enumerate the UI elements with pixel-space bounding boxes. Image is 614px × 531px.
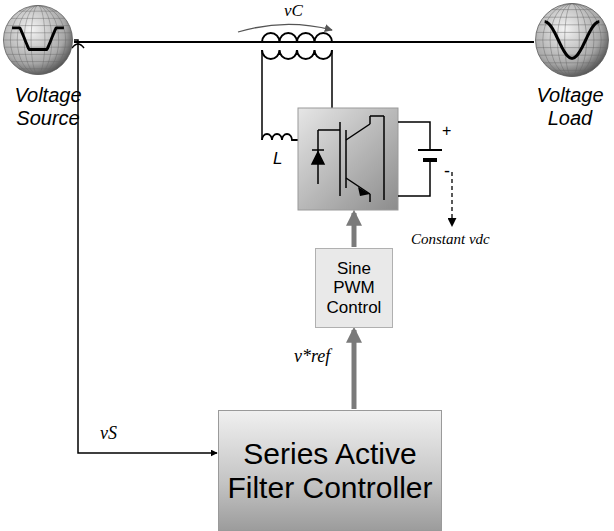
voltage-label: vC	[283, 1, 304, 21]
battery-symbol	[418, 149, 442, 151]
voltage-arrow	[238, 24, 332, 32]
polarity-sign: +	[441, 122, 452, 140]
igbt-emitter-arrow	[358, 187, 370, 196]
globe-parallel	[3, 40, 72, 41]
signal-label: vS	[98, 423, 119, 444]
polarity-sign: -	[443, 161, 451, 182]
globe-parallel	[4, 32, 72, 33]
globe-symbol	[2, 4, 74, 76]
signal-wire	[74, 40, 217, 453]
inverter-box	[298, 108, 398, 210]
globe-parallel	[11, 61, 65, 62]
globe-parallel	[536, 40, 609, 41]
junction-hop	[72, 44, 84, 48]
globe-parallel	[7, 54, 70, 55]
globe-parallel	[552, 70, 592, 71]
node-label: Sine PWM Control	[320, 259, 388, 316]
dashed-leader	[451, 172, 452, 226]
transformer-primary	[262, 33, 332, 42]
globe-parallel	[544, 62, 601, 63]
dc-wire	[398, 160, 430, 196]
globe-symbol	[534, 2, 610, 78]
signal-wire	[74, 41, 534, 43]
pwm-box: Sine PWM Control	[315, 248, 393, 328]
secondary-wire	[261, 50, 263, 140]
signal-label: v*ref	[292, 346, 332, 367]
globe-node: Voltage Source	[2, 4, 74, 76]
globe-body	[3, 5, 72, 74]
igbt-symbol	[312, 116, 384, 202]
transformer-wire	[258, 41, 336, 43]
globe-body	[536, 4, 609, 77]
transformer-secondary	[262, 50, 332, 59]
node-label: Voltage Source	[0, 84, 96, 130]
globe-parallel	[19, 68, 57, 69]
component-label: L	[272, 149, 283, 169]
globe-parallel	[4, 47, 72, 48]
inductor-symbol	[262, 134, 298, 140]
controller-box: Series Active Filter Controller	[218, 410, 442, 531]
globe-parallel	[7, 25, 70, 26]
sine-wave	[12, 28, 64, 50]
gate-signal-arrow	[352, 213, 357, 247]
sine-wave	[545, 22, 600, 58]
secondary-wire	[331, 50, 333, 108]
globe-parallel	[539, 55, 605, 56]
battery-symbol	[423, 158, 437, 162]
globe-parallel	[536, 47, 607, 48]
dc-label: Constant vdc	[410, 231, 491, 248]
signal-wire	[352, 330, 357, 409]
globe-parallel	[19, 11, 57, 12]
dc-wire	[398, 122, 430, 150]
globe-node: Voltage Load	[534, 2, 610, 78]
globe-parallel	[536, 32, 607, 33]
node-label: Voltage Load	[528, 84, 612, 130]
node-label: Series Active Filter Controller	[223, 437, 437, 504]
globe-parallel	[552, 9, 592, 10]
globe-parallel	[11, 18, 65, 19]
globe-parallel	[544, 17, 601, 18]
